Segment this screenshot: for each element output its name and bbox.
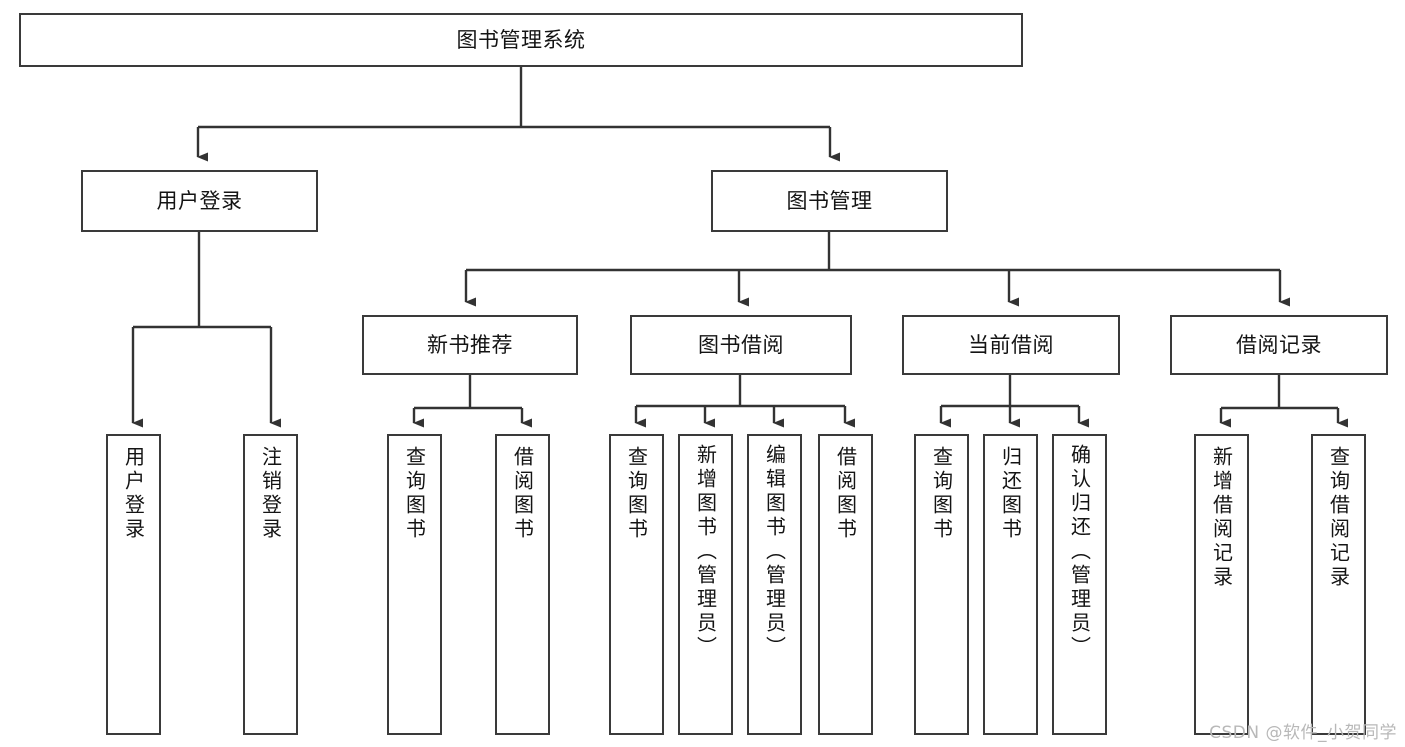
leaf-new-book-0-label: 查询图书 bbox=[402, 446, 427, 542]
node-new-book-recommend[interactable]: 新书推荐 bbox=[362, 315, 578, 375]
leaf-borrow-record-1-label: 查询借阅记录 bbox=[1326, 446, 1351, 590]
leaf-borrow-record-0[interactable]: 新增借阅记录 bbox=[1194, 434, 1249, 735]
node-book-manage[interactable]: 图书管理 bbox=[711, 170, 948, 232]
leaf-book-borrow-3-label: 借阅图书 bbox=[833, 446, 858, 542]
node-root-label: 图书管理系统 bbox=[456, 27, 586, 52]
leaf-book-borrow-1[interactable]: 新增图书（管理员） bbox=[678, 434, 733, 735]
node-current-borrow[interactable]: 当前借阅 bbox=[902, 315, 1120, 375]
csdn-watermark: CSDN @软件_小贺同学 bbox=[1209, 723, 1397, 743]
leaf-borrow-record-0-label: 新增借阅记录 bbox=[1209, 446, 1234, 590]
leaf-current-borrow-1[interactable]: 归还图书 bbox=[983, 434, 1038, 735]
node-book-manage-label: 图书管理 bbox=[786, 188, 873, 213]
leaf-book-borrow-2[interactable]: 编辑图书（管理员） bbox=[747, 434, 802, 735]
node-book-borrow-label: 图书借阅 bbox=[698, 332, 784, 357]
leaf-user-login-0[interactable]: 用户登录 bbox=[106, 434, 161, 735]
node-root[interactable]: 图书管理系统 bbox=[19, 13, 1023, 67]
leaf-book-borrow-3[interactable]: 借阅图书 bbox=[818, 434, 873, 735]
leaf-current-borrow-2-label: 确认归还（管理员） bbox=[1067, 444, 1092, 660]
leaf-new-book-1-label: 借阅图书 bbox=[510, 446, 535, 542]
node-user-login[interactable]: 用户登录 bbox=[81, 170, 318, 232]
leaf-user-login-1-label: 注销登录 bbox=[258, 446, 283, 542]
node-current-borrow-label: 当前借阅 bbox=[968, 332, 1054, 357]
node-book-borrow[interactable]: 图书借阅 bbox=[630, 315, 852, 375]
node-borrow-record[interactable]: 借阅记录 bbox=[1170, 315, 1388, 375]
leaf-current-borrow-1-label: 归还图书 bbox=[998, 446, 1023, 542]
leaf-new-book-0[interactable]: 查询图书 bbox=[387, 434, 442, 735]
node-new-book-recommend-label: 新书推荐 bbox=[427, 332, 513, 357]
leaf-current-borrow-2[interactable]: 确认归还（管理员） bbox=[1052, 434, 1107, 735]
leaf-book-borrow-1-label: 新增图书（管理员） bbox=[693, 444, 718, 660]
leaf-new-book-1[interactable]: 借阅图书 bbox=[495, 434, 550, 735]
node-borrow-record-label: 借阅记录 bbox=[1236, 332, 1322, 357]
leaf-book-borrow-0-label: 查询图书 bbox=[624, 446, 649, 542]
leaf-book-borrow-0[interactable]: 查询图书 bbox=[609, 434, 664, 735]
leaf-book-borrow-2-label: 编辑图书（管理员） bbox=[762, 444, 787, 660]
node-user-login-label: 用户登录 bbox=[156, 188, 243, 213]
leaf-current-borrow-0[interactable]: 查询图书 bbox=[914, 434, 969, 735]
leaf-user-login-0-label: 用户登录 bbox=[121, 446, 146, 542]
leaf-user-login-1[interactable]: 注销登录 bbox=[243, 434, 298, 735]
leaf-current-borrow-0-label: 查询图书 bbox=[929, 446, 954, 542]
leaf-borrow-record-1[interactable]: 查询借阅记录 bbox=[1311, 434, 1366, 735]
